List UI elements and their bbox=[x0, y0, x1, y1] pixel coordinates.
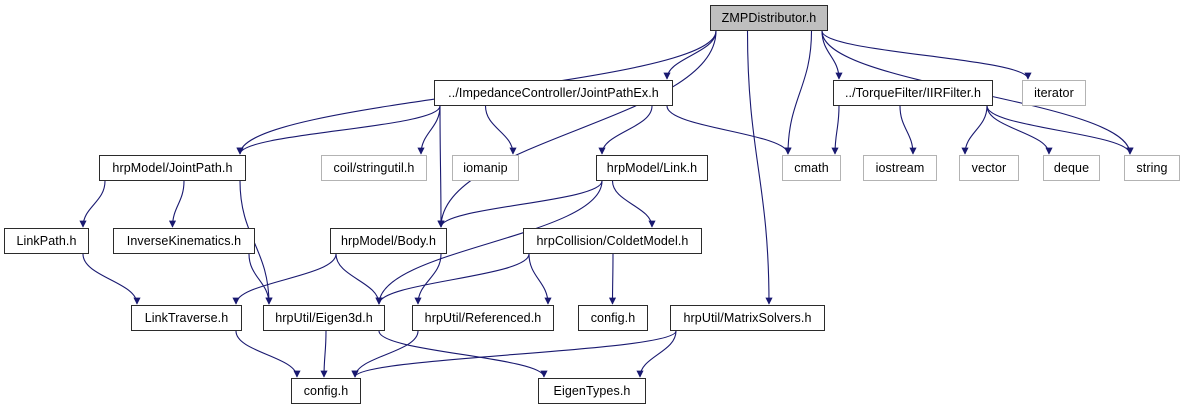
edge-body-to-linktraverse bbox=[232, 253, 337, 305]
node-linkpath[interactable]: LinkPath.h bbox=[4, 228, 89, 254]
node-zmp[interactable]: ZMPDistributor.h bbox=[710, 5, 828, 31]
node-iterator[interactable]: iterator bbox=[1022, 80, 1086, 106]
node-label: hrpModel/JointPath.h bbox=[112, 160, 233, 175]
node-referenced[interactable]: hrpUtil/Referenced.h bbox=[412, 305, 554, 331]
edge-zmp-to-jointpathex bbox=[663, 30, 717, 80]
edge-jointpathex-to-link bbox=[598, 105, 653, 155]
edge-eigen3d-to-config1 bbox=[320, 330, 328, 378]
node-label: ../TorqueFilter/IIRFilter.h bbox=[844, 85, 982, 100]
node-cmath[interactable]: cmath bbox=[782, 155, 841, 181]
node-label: string bbox=[1136, 160, 1168, 175]
node-linktraverse[interactable]: LinkTraverse.h bbox=[131, 305, 242, 331]
edge-jointpathex-to-jointpath bbox=[236, 105, 441, 155]
node-link[interactable]: hrpModel/Link.h bbox=[596, 155, 708, 181]
node-string[interactable]: string bbox=[1124, 155, 1180, 181]
node-label: config.h bbox=[590, 310, 636, 325]
node-label: config.h bbox=[303, 383, 349, 398]
node-label: ZMPDistributor.h bbox=[721, 10, 817, 25]
edge-jointpath-to-linkpath bbox=[79, 180, 106, 228]
node-label: hrpUtil/Eigen3d.h bbox=[275, 310, 373, 325]
edge-jointpathex-to-stringutil bbox=[417, 105, 441, 155]
node-label: LinkTraverse.h bbox=[144, 310, 229, 325]
node-label: vector bbox=[971, 160, 1007, 175]
node-matrixsolv[interactable]: hrpUtil/MatrixSolvers.h bbox=[670, 305, 825, 331]
edge-zmp-to-iterator bbox=[821, 30, 1032, 80]
node-label: InverseKinematics.h bbox=[126, 233, 242, 248]
node-label: deque bbox=[1053, 160, 1090, 175]
node-invkin[interactable]: InverseKinematics.h bbox=[113, 228, 255, 254]
node-label: cmath bbox=[794, 160, 829, 175]
edge-jointpathex-to-body bbox=[437, 105, 445, 228]
edge-coldet-to-referenced bbox=[528, 253, 552, 305]
node-label: hrpModel/Body.h bbox=[340, 233, 437, 248]
edge-iirfilter-to-string bbox=[986, 105, 1134, 155]
node-deque[interactable]: deque bbox=[1043, 155, 1100, 181]
node-label: iomanip bbox=[463, 160, 508, 175]
edge-body-to-referenced bbox=[414, 253, 442, 305]
edge-eigen3d-to-eigentypes bbox=[378, 330, 548, 378]
edge-invkin-to-eigen3d bbox=[248, 253, 273, 305]
edge-link-to-coldet bbox=[611, 180, 656, 228]
edge-linktraverse-to-config1 bbox=[235, 330, 301, 378]
edge-iirfilter-to-iostream bbox=[899, 105, 917, 155]
node-eigen3d[interactable]: hrpUtil/Eigen3d.h bbox=[263, 305, 385, 331]
edge-linkpath-to-linktraverse bbox=[82, 253, 141, 305]
edge-coldet-to-eigen3d bbox=[375, 253, 530, 305]
edge-jointpath-to-invkin bbox=[168, 180, 185, 228]
edge-matrixsolv-to-config1 bbox=[351, 330, 677, 378]
edge-iirfilter-to-cmath bbox=[831, 105, 840, 155]
node-iostream[interactable]: iostream bbox=[863, 155, 937, 181]
node-label: iterator bbox=[1034, 85, 1074, 100]
node-label: hrpCollision/ColdetModel.h bbox=[536, 233, 689, 248]
node-label: EigenTypes.h bbox=[553, 383, 631, 398]
node-stringutil[interactable]: coil/stringutil.h bbox=[321, 155, 427, 181]
edge-link-to-body bbox=[437, 180, 603, 228]
edge-jointpathex-to-iomanip bbox=[484, 105, 517, 155]
node-body[interactable]: hrpModel/Body.h bbox=[330, 228, 447, 254]
edge-zmp-to-body bbox=[437, 30, 717, 228]
node-label: ../ImpedanceController/JointPathEx.h bbox=[448, 85, 659, 100]
node-config1[interactable]: config.h bbox=[291, 378, 361, 404]
node-coldet[interactable]: hrpCollision/ColdetModel.h bbox=[523, 228, 702, 254]
edge-zmp-to-matrixsolv bbox=[746, 30, 773, 305]
edge-matrixsolv-to-eigentypes bbox=[636, 330, 677, 378]
edge-iirfilter-to-vector bbox=[961, 105, 988, 155]
node-iirfilter[interactable]: ../TorqueFilter/IIRFilter.h bbox=[833, 80, 993, 106]
node-jointpathex[interactable]: ../ImpedanceController/JointPathEx.h bbox=[434, 80, 673, 106]
node-label: hrpModel/Link.h bbox=[606, 160, 698, 175]
node-vector[interactable]: vector bbox=[959, 155, 1019, 181]
node-config2[interactable]: config.h bbox=[578, 305, 648, 331]
edge-coldet-to-config2 bbox=[608, 253, 617, 305]
edge-iirfilter-to-deque bbox=[986, 105, 1053, 155]
node-label: coil/stringutil.h bbox=[333, 160, 415, 175]
edge-body-to-eigen3d bbox=[335, 253, 383, 305]
node-label: hrpUtil/Referenced.h bbox=[424, 310, 542, 325]
edge-link-to-eigen3d bbox=[375, 180, 603, 305]
node-jointpath[interactable]: hrpModel/JointPath.h bbox=[99, 155, 246, 181]
node-label: hrpUtil/MatrixSolvers.h bbox=[683, 310, 812, 325]
node-label: iostream bbox=[875, 160, 925, 175]
node-label: LinkPath.h bbox=[16, 233, 77, 248]
node-iomanip[interactable]: iomanip bbox=[452, 155, 519, 181]
edge-zmp-to-cmath bbox=[784, 30, 813, 155]
edge-jointpathex-to-cmath bbox=[666, 105, 792, 155]
node-eigentypes[interactable]: EigenTypes.h bbox=[538, 378, 646, 404]
